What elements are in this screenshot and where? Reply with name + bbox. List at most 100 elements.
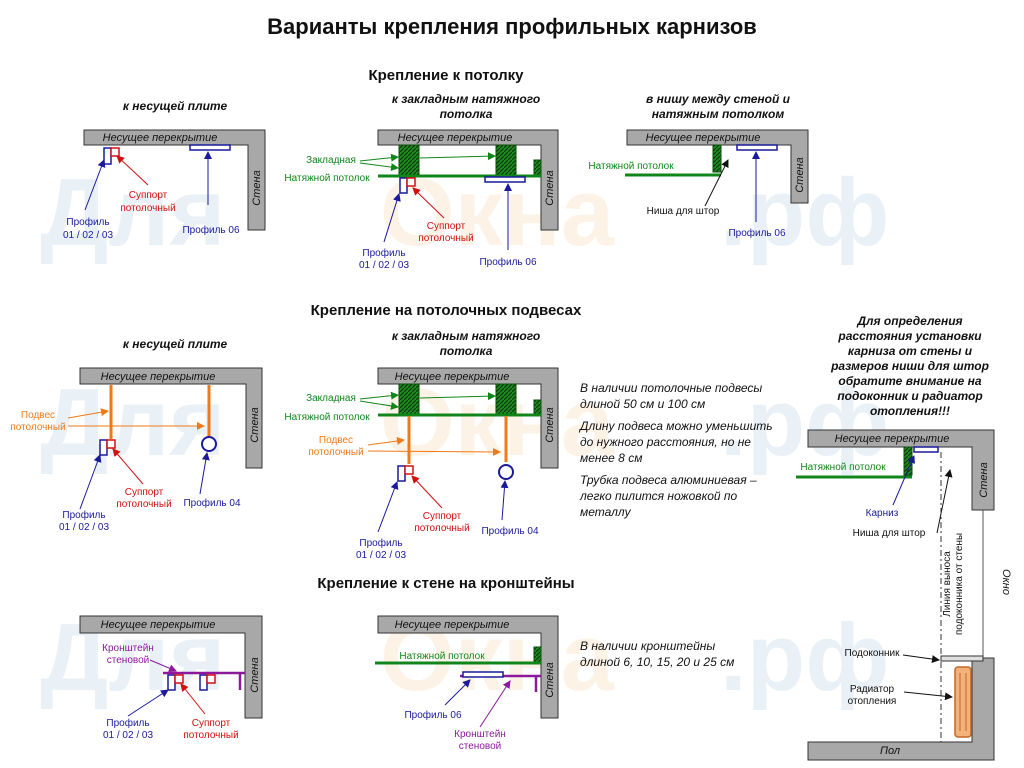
label-support-b: потолочный	[414, 523, 469, 534]
arrow-hanger-1	[367, 437, 405, 446]
label-sill: Подоконник	[845, 648, 901, 659]
slab-and-wall	[377, 615, 559, 719]
arrow-embed-1b	[359, 400, 399, 410]
profile-123-shape	[397, 465, 406, 482]
arrow-profile-123	[377, 481, 399, 533]
arrow-profile-04	[199, 452, 210, 495]
watermark: Для Окна .рф Для Окна .рф Для Окна .рф	[40, 159, 889, 711]
support-shape	[174, 674, 184, 684]
label-support-b: потолочный	[183, 730, 238, 741]
label-profile-123-b: 01 / 02 / 03	[59, 522, 109, 533]
label-radiator-a: Радиатор	[850, 684, 895, 695]
arrow-support	[116, 155, 149, 186]
label-bracket-b: стеновой	[107, 655, 149, 666]
slab-label: Несущее перекрытие	[398, 132, 513, 144]
watermark-left-2: Для	[40, 369, 225, 476]
slab-and-wall	[377, 129, 559, 231]
wall-label: Стена	[251, 170, 263, 205]
note-2-line-3: менее 8 см	[580, 451, 642, 465]
label-embed: Закладная	[306, 155, 356, 166]
watermark-right-3: .рф	[720, 604, 889, 711]
side-heading-5: обратите внимание на	[838, 374, 981, 388]
slab-label: Несущее перекрытие	[103, 132, 218, 144]
support-shape	[106, 439, 116, 449]
slab-label: Несущее перекрытие	[835, 433, 950, 445]
note-3-line-2: легко пилится ножовкой по	[579, 489, 738, 503]
label-profile-123-b: 01 / 02 / 03	[103, 730, 153, 741]
wall-label: Стена	[544, 662, 556, 697]
profile-06-shape	[484, 176, 526, 183]
slab-and-wall	[83, 129, 266, 231]
watermark-right-2: .рф	[720, 369, 889, 476]
ceiling-embed-subtitle-a: к закладным натяжного	[392, 92, 540, 106]
side-heading-2: расстояния установки	[837, 329, 982, 343]
arrow-niche	[704, 159, 729, 207]
embed-block-2	[495, 383, 517, 415]
arrow-profile-123	[84, 159, 106, 211]
profile-06-shape	[462, 671, 504, 678]
label-support-b: потолочный	[120, 203, 175, 214]
section-wall-title: Крепление к стене на кронштейны	[317, 575, 574, 592]
hangers-embed-subtitle-b: потолка	[440, 344, 493, 358]
label-bracket-a: Кронштейн	[102, 643, 154, 654]
arrow-profile-123	[79, 454, 102, 510]
arrow-sill	[902, 654, 940, 663]
embed-block-1	[398, 144, 420, 176]
hangers-embed-subtitle-a: к закладным натяжного	[392, 329, 540, 343]
label-profile-06: Профиль 06	[479, 256, 537, 268]
wall-label: Стена	[978, 462, 990, 497]
slab-label: Несущее перекрытие	[395, 619, 510, 631]
hangers-notes: В наличии потолочные подвесы длиной 50 с…	[578, 381, 773, 519]
label-profile-06: Профиль 06	[182, 224, 240, 236]
embed-block-1	[398, 383, 420, 415]
radiator-shape	[954, 666, 972, 738]
support-shape-2	[206, 674, 216, 684]
label-support-b: потолочный	[116, 499, 171, 510]
label-stretch: Натяжной потолок	[588, 161, 674, 172]
label-support-a: Суппорт	[427, 221, 466, 232]
side-heading-4: размеров ниши для штор	[830, 359, 989, 373]
side-heading-3: карниза от стены и	[848, 344, 973, 358]
side-heading-6: подоконник и радиатор	[837, 389, 982, 403]
label-support-a: Суппорт	[125, 487, 164, 498]
hangers-slab-diagram: к несущей плите Несущее перекрытие Стена…	[10, 337, 263, 533]
ceiling-niche-subtitle-a: в нишу между стеной и	[646, 92, 791, 106]
embed-block	[712, 144, 722, 173]
arrow-support	[412, 187, 445, 219]
label-profile-123-a: Профиль	[66, 216, 109, 228]
support-shape	[110, 147, 120, 157]
slab-and-wall	[79, 367, 263, 469]
page-title: Варианты крепления профильных карнизов	[267, 14, 757, 39]
label-stretch: Натяжной потолок	[399, 651, 485, 662]
arrow-bracket	[479, 680, 511, 728]
label-profile-04: Профиль 04	[183, 497, 241, 509]
support-shape	[404, 465, 414, 475]
embed-wall	[533, 646, 542, 663]
wall-label: Стена	[544, 407, 556, 442]
arrow-hanger-2	[367, 447, 501, 456]
label-cornice: Карниз	[866, 508, 899, 519]
wall-label: Стена	[249, 407, 261, 442]
arrow-bracket	[149, 659, 177, 672]
slab-label: Несущее перекрытие	[101, 619, 216, 631]
slab-and-wall	[79, 615, 263, 719]
label-support-b: потолочный	[418, 233, 473, 244]
note-1-line-1: В наличии потолочные подвесы	[580, 381, 762, 395]
profile-04-shape	[201, 436, 217, 452]
label-profile-06: Профиль 06	[404, 709, 462, 721]
ceiling-embed-diagram: к закладным натяжного потолка Несущее пе…	[284, 92, 559, 271]
label-profile-06: Профиль 06	[728, 227, 786, 239]
section-ceiling-title: Крепление к потолку	[368, 67, 524, 84]
label-support-a: Суппорт	[129, 190, 168, 201]
profile-123-shape	[399, 177, 408, 194]
profile-06-shape	[736, 144, 778, 151]
label-hanger-b: потолочный	[10, 422, 65, 433]
hangers-slab-subtitle: к несущей плите	[123, 337, 228, 351]
profile-123-shape	[167, 674, 176, 691]
arrow-embed-2	[419, 392, 496, 401]
arrow-profile-06	[444, 679, 471, 706]
profile-123-shape	[103, 147, 112, 165]
arrow-support	[112, 448, 144, 485]
label-stretch: Натяжной потолок	[800, 462, 886, 473]
